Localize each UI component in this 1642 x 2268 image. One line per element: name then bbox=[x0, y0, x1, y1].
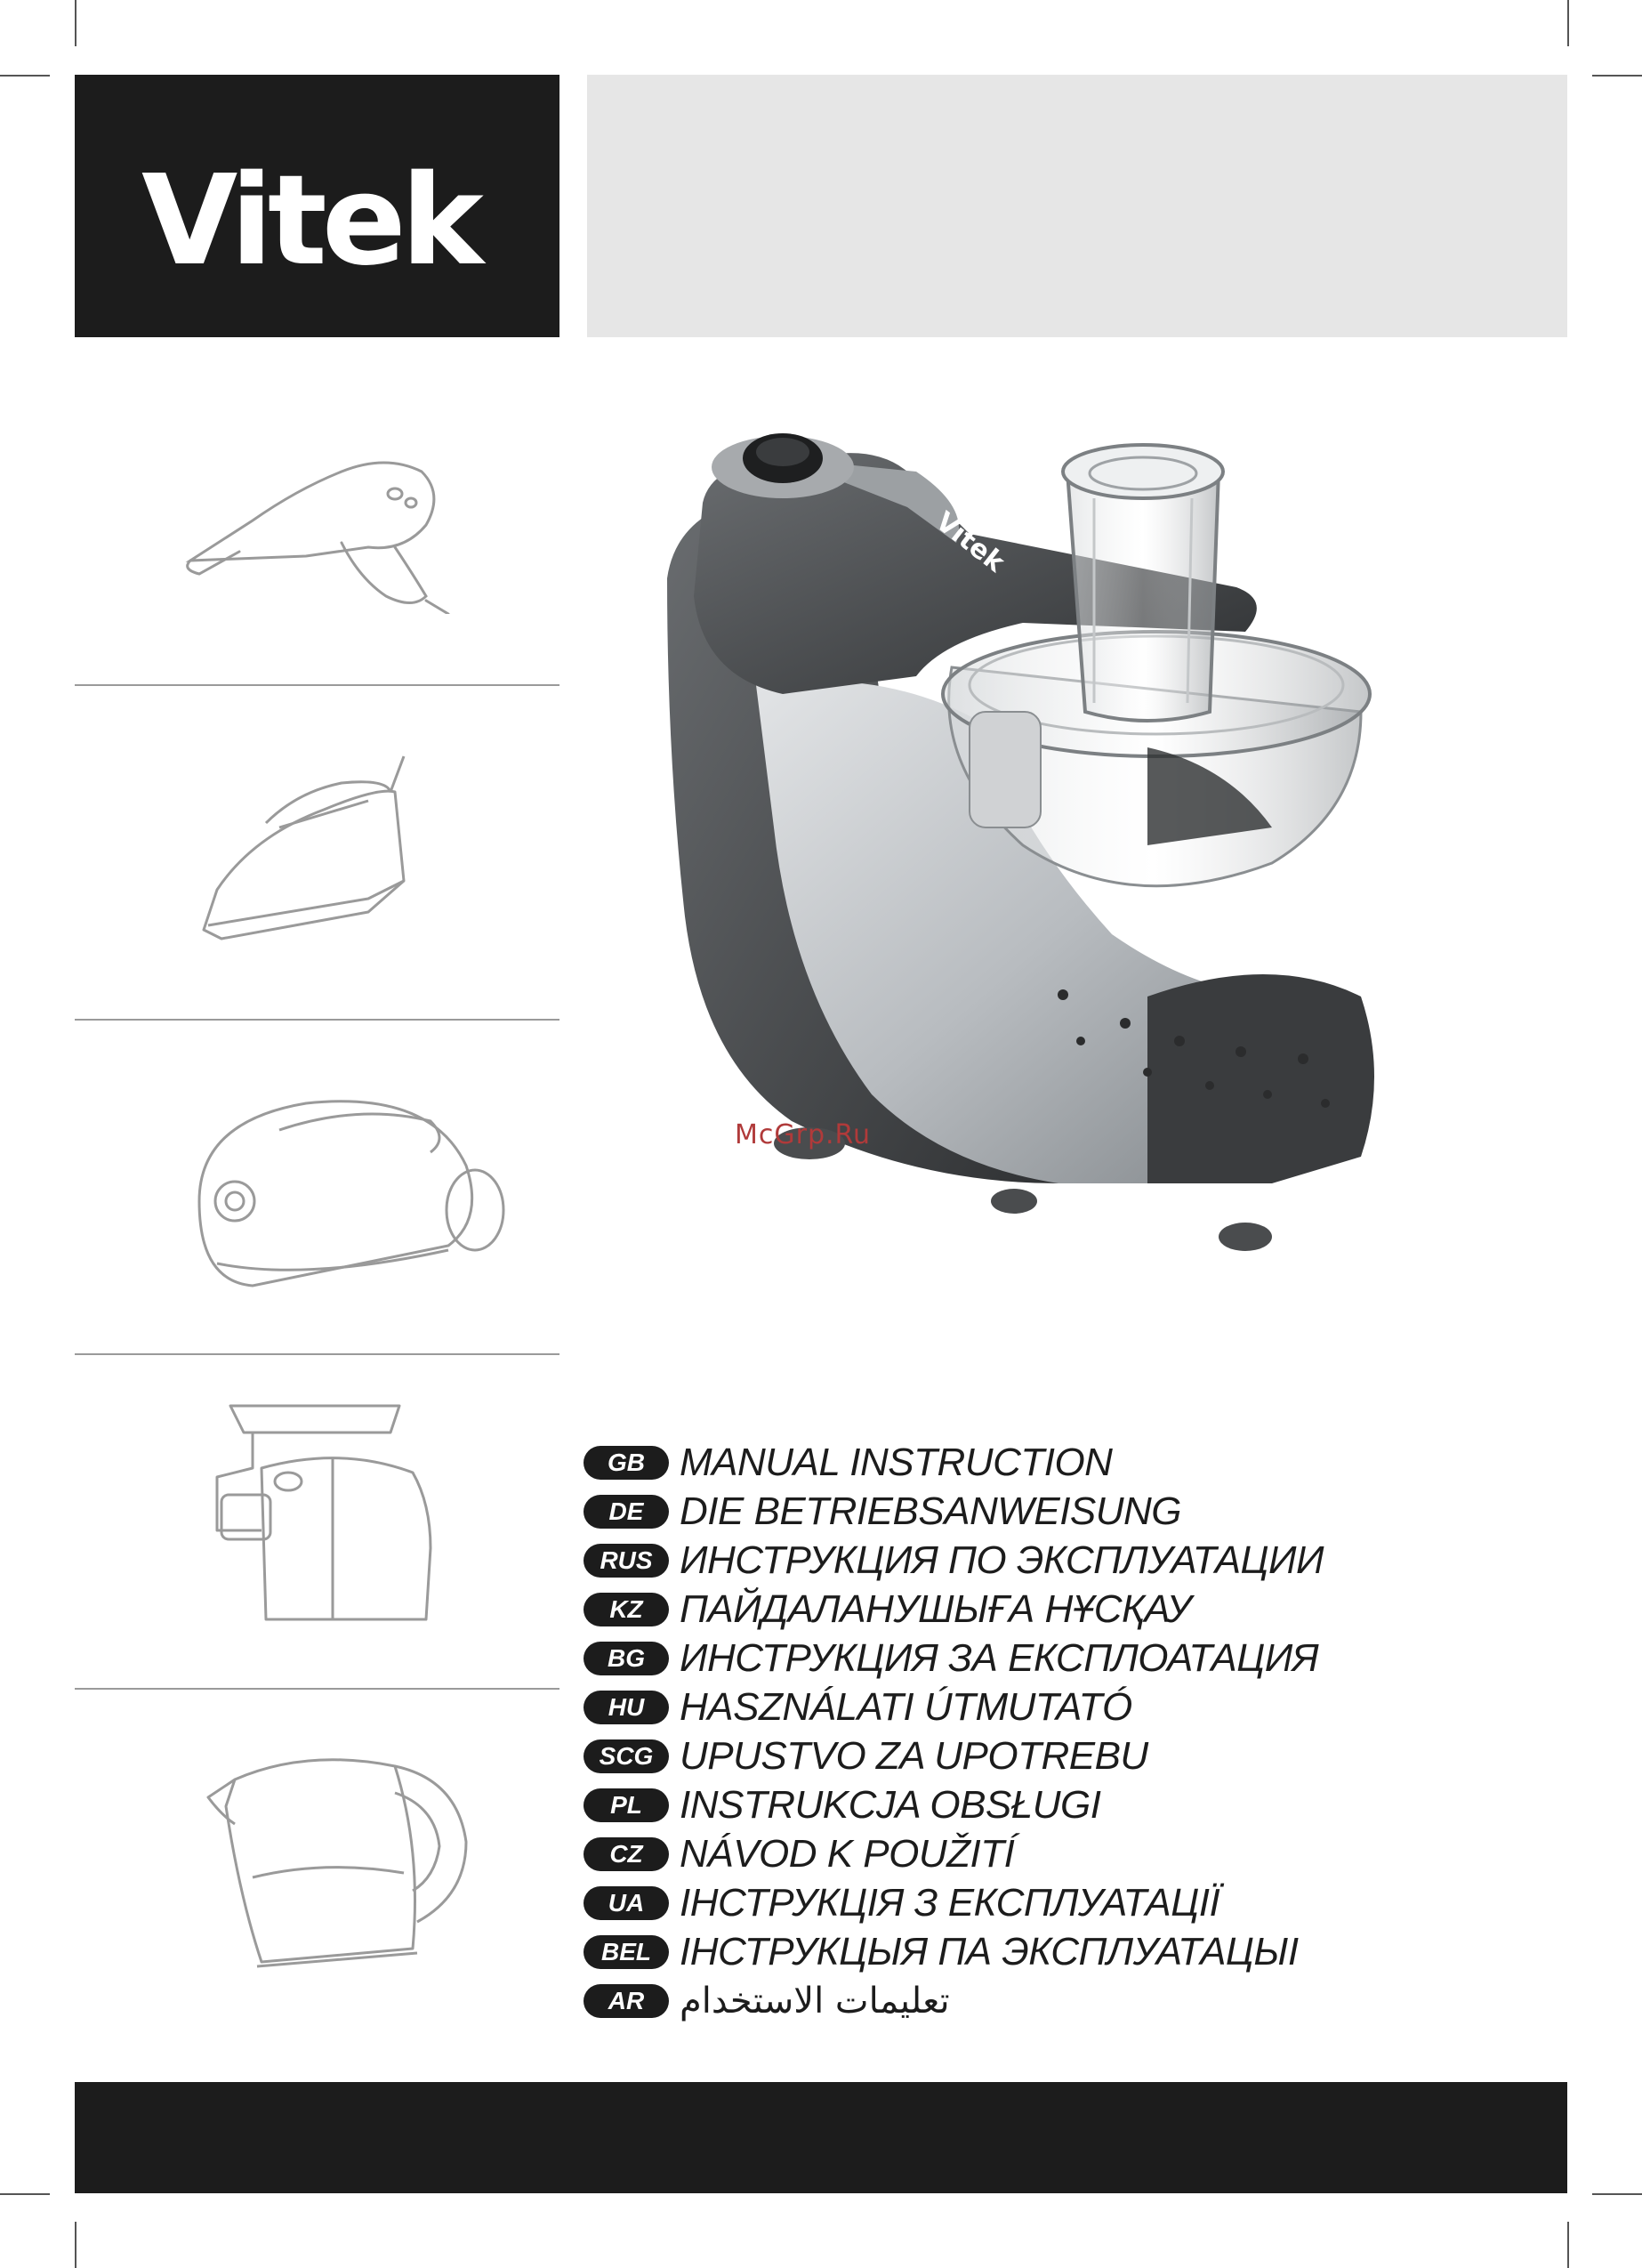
language-row: KZ ПАЙДАЛАНУШЫҒА НҰСҚАУ bbox=[584, 1586, 1562, 1635]
language-code-badge: UA bbox=[584, 1886, 669, 1920]
crop-mark bbox=[1592, 75, 1642, 77]
language-title: تعليمات الاستخدام bbox=[680, 1981, 950, 2022]
crop-mark bbox=[75, 0, 76, 46]
language-code-badge: RUS bbox=[584, 1544, 669, 1578]
language-code-badge: GB bbox=[584, 1446, 669, 1480]
language-list: GB MANUAL INSTRUCTION DE DIE BETRIEBSANW… bbox=[584, 1440, 1562, 2027]
language-title: ПАЙДАЛАНУШЫҒА НҰСҚАУ bbox=[680, 1587, 1191, 1631]
crop-mark bbox=[1567, 2222, 1569, 2268]
language-row: SCG UPUSTVO ZA UPOTREBU bbox=[584, 1733, 1562, 1782]
thumbnail-hair-dryer bbox=[75, 391, 559, 614]
iron-icon bbox=[202, 755, 406, 940]
language-code-badge: HU bbox=[584, 1691, 669, 1724]
language-title: DIE BETRIEBSANWEISUNG bbox=[680, 1489, 1182, 1533]
brand-logo-panel: Vitek bbox=[75, 75, 559, 337]
kettle-icon bbox=[206, 1758, 468, 1968]
language-row: CZ NÁVOD K POUŽITÍ bbox=[584, 1831, 1562, 1880]
language-code-badge: PL bbox=[584, 1788, 669, 1822]
divider bbox=[75, 1019, 559, 1021]
language-code-badge: BG bbox=[584, 1642, 669, 1675]
meat-grinder-icon bbox=[215, 1404, 432, 1621]
language-row: GB MANUAL INSTRUCTION bbox=[584, 1440, 1562, 1489]
language-row: DE DIE BETRIEBSANWEISUNG bbox=[584, 1489, 1562, 1538]
language-code-badge: DE bbox=[584, 1495, 669, 1529]
language-title: NÁVOD K POUŽITÍ bbox=[680, 1832, 1015, 1876]
crop-mark bbox=[75, 2222, 76, 2268]
divider bbox=[75, 684, 559, 686]
language-title: ИНСТРУКЦИЯ ЗА ЕКСПЛОАТАЦИЯ bbox=[680, 1636, 1319, 1680]
product-image: Vitek bbox=[649, 418, 1485, 1272]
language-title: HASZNÁLATI ÚTMUTATÓ bbox=[680, 1685, 1132, 1729]
crop-mark bbox=[0, 2193, 50, 2195]
language-code-badge: SCG bbox=[584, 1739, 669, 1773]
language-title: INSTRUKCJA OBSŁUGI bbox=[680, 1783, 1101, 1827]
hair-dryer-icon bbox=[185, 461, 450, 614]
language-row: BG ИНСТРУКЦИЯ ЗА ЕКСПЛОАТАЦИЯ bbox=[584, 1635, 1562, 1684]
thumbnail-meat-grinder bbox=[75, 1397, 559, 1628]
divider bbox=[75, 1688, 559, 1690]
food-processor-icon: Vitek bbox=[667, 433, 1374, 1251]
language-code-badge: AR bbox=[584, 1984, 669, 2018]
language-row: PL INSTRUKCJA OBSŁUGI bbox=[584, 1782, 1562, 1831]
language-row: HU HASZNÁLATI ÚTMUTATÓ bbox=[584, 1684, 1562, 1733]
footer-bar bbox=[75, 2082, 1567, 2193]
language-title: UPUSTVO ZA UPOTREBU bbox=[680, 1734, 1148, 1778]
thumbnail-kettle bbox=[75, 1744, 559, 1984]
language-code-badge: KZ bbox=[584, 1593, 669, 1626]
crop-mark bbox=[0, 75, 50, 77]
language-title: ІНСТРУКЦЫЯ ПА ЭКСПЛУАТАЦЫІ bbox=[680, 1930, 1299, 1973]
thumbnail-vacuum-cleaner bbox=[75, 1068, 559, 1290]
language-title: MANUAL INSTRUCTION bbox=[680, 1441, 1113, 1484]
language-row: UA ІНСТРУКЦІЯ З ЕКСПЛУАТАЦІЇ bbox=[584, 1880, 1562, 1929]
logo-text: Vitek bbox=[141, 149, 487, 294]
language-row: BEL ІНСТРУКЦЫЯ ПА ЭКСПЛУАТАЦЫІ bbox=[584, 1929, 1562, 1978]
crop-mark bbox=[1592, 2193, 1642, 2195]
thumbnail-iron bbox=[75, 739, 559, 952]
language-code-badge: CZ bbox=[584, 1837, 669, 1871]
watermark: McGrp.Ru bbox=[735, 1119, 872, 1150]
divider bbox=[75, 1353, 559, 1355]
language-row: RUS ИНСТРУКЦИЯ ПО ЭКСПЛУАТАЦИИ bbox=[584, 1538, 1562, 1586]
language-title: ИНСТРУКЦИЯ ПО ЭКСПЛУАТАЦИИ bbox=[680, 1538, 1324, 1582]
vitek-logo: Vitek bbox=[141, 149, 492, 294]
language-code-badge: BEL bbox=[584, 1935, 669, 1969]
crop-mark bbox=[1567, 0, 1569, 46]
language-title: ІНСТРУКЦІЯ З ЕКСПЛУАТАЦІЇ bbox=[680, 1881, 1220, 1925]
vacuum-cleaner-icon bbox=[197, 1100, 505, 1287]
header-panel bbox=[587, 75, 1567, 337]
language-row: AR تعليمات الاستخدام bbox=[584, 1978, 1562, 2027]
